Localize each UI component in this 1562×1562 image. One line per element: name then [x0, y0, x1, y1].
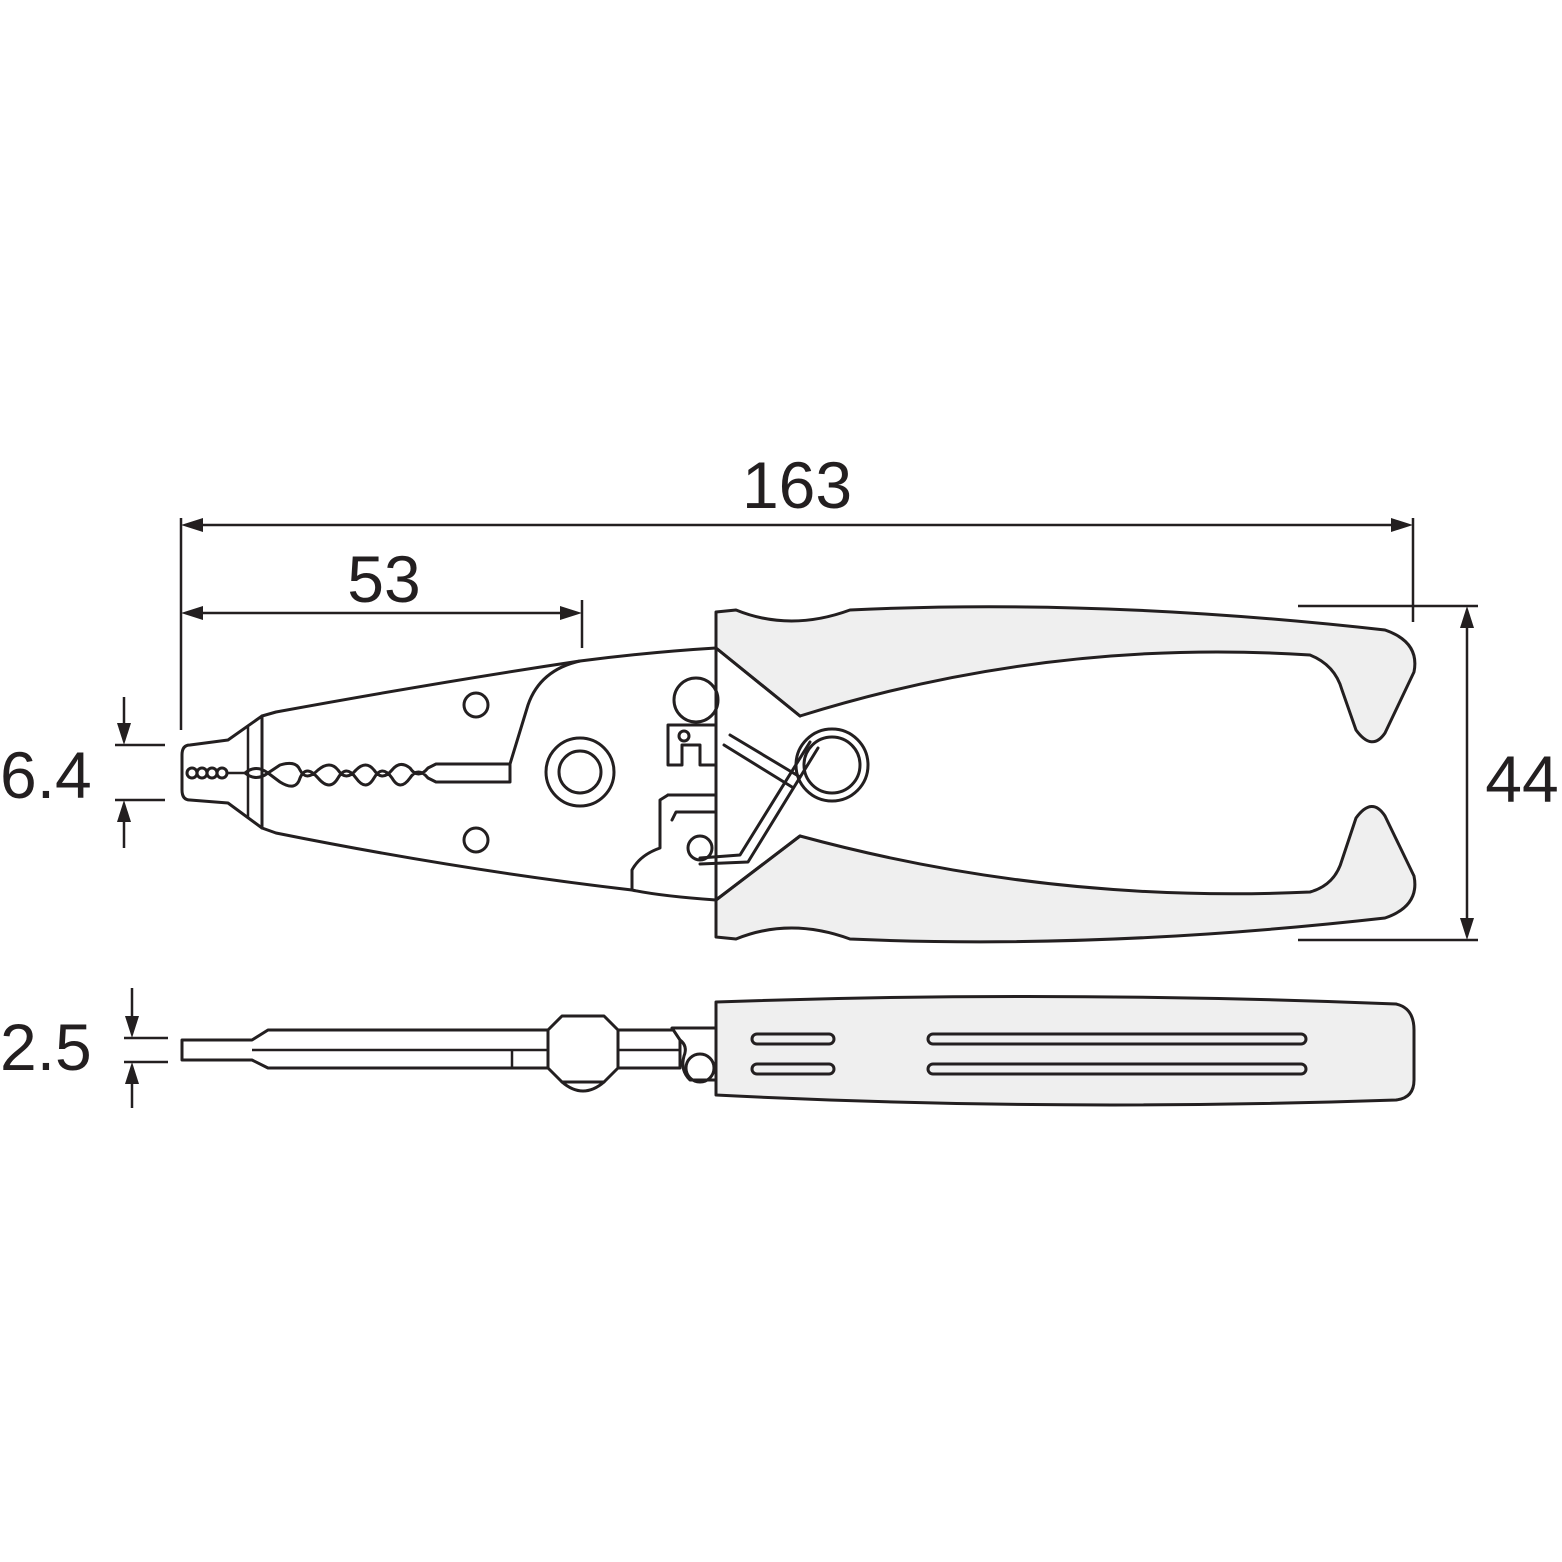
jaw-head: [180, 646, 718, 902]
lock-latch: [666, 676, 720, 862]
dimension-overall-length: 163: [179, 448, 1415, 730]
tip-width-label: 6.4: [0, 738, 92, 812]
head-length-label: 53: [347, 542, 420, 616]
upper-handle-grip: [714, 605, 1417, 744]
rivet-hole-lower: [462, 826, 490, 854]
rivet-hole-upper: [462, 691, 490, 719]
pliers-front-view: [180, 605, 1417, 944]
pliers-side-view: [180, 994, 1416, 1107]
pivot-bolt-outer: [544, 736, 616, 808]
dimension-tip-width: 6.4: [0, 697, 165, 848]
side-handle-grip: [714, 994, 1416, 1107]
pivot-bolt-inner: [557, 749, 603, 795]
dimension-thickness: 2.5: [0, 988, 168, 1108]
thickness-label: 2.5: [0, 1010, 92, 1084]
dimension-handle-span: 44: [1298, 604, 1559, 942]
lower-handle-grip: [714, 805, 1417, 944]
dimension-head-length: 53: [181, 542, 584, 648]
handle-span-label: 44: [1485, 742, 1558, 816]
stripping-notches: [266, 761, 512, 788]
return-spring: [698, 727, 870, 866]
overall-length-label: 163: [742, 448, 852, 522]
side-pivot-nut: [546, 1014, 620, 1084]
side-grip-ribs: [750, 1032, 1308, 1076]
